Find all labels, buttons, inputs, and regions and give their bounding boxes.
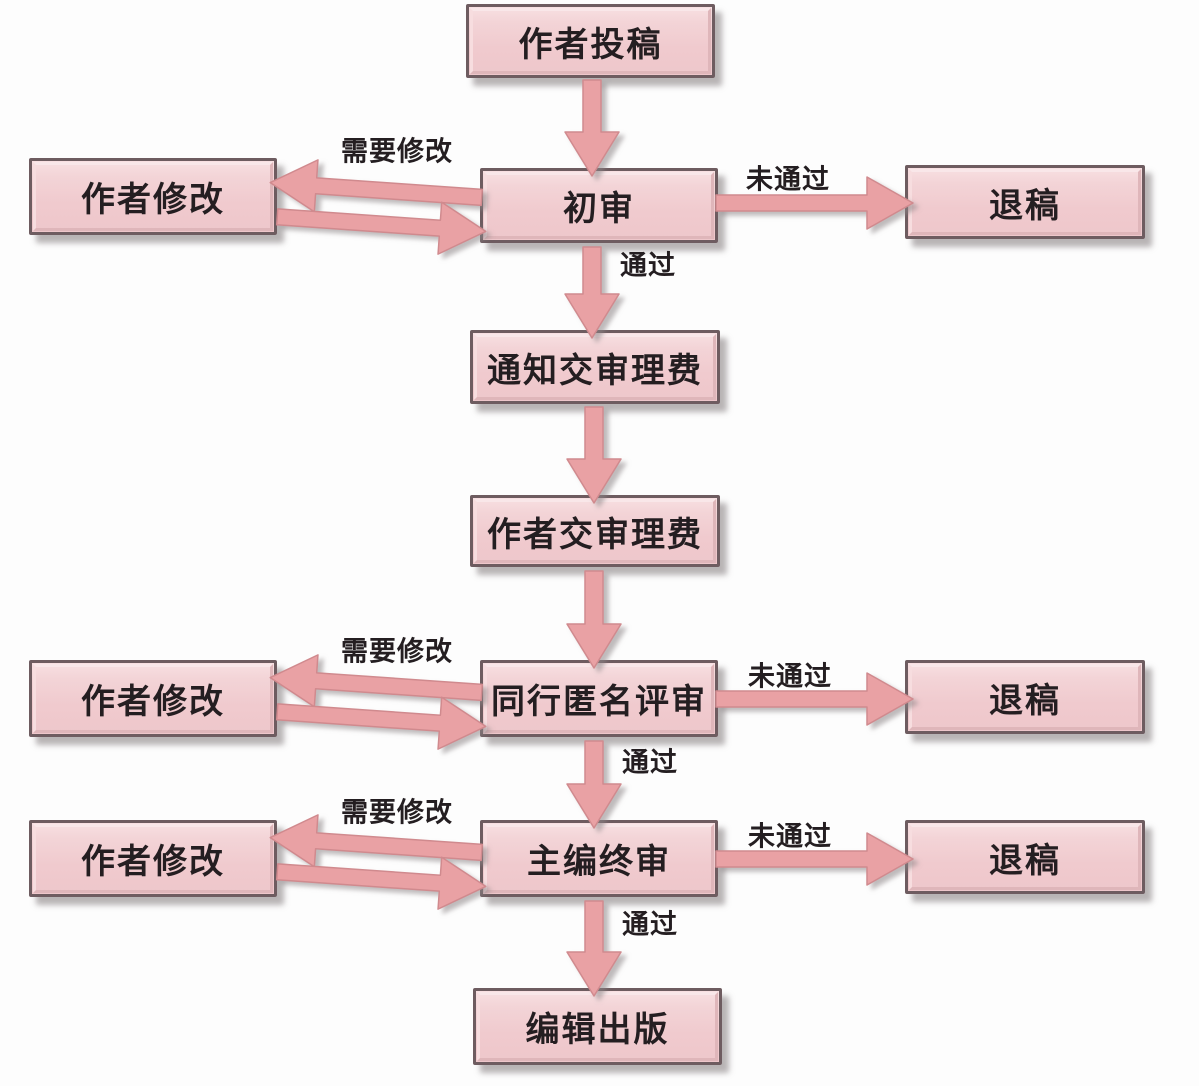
node-notify-fee: 通知交审理费 bbox=[470, 330, 720, 404]
arrow-submit-to-initial-icon bbox=[564, 79, 620, 177]
edge-label-need-revision-1: 需要修改 bbox=[341, 136, 453, 167]
arrow-initial-to-notify-icon bbox=[564, 246, 620, 339]
node-author-revise-3: 作者修改 bbox=[29, 820, 277, 897]
node-peer-review: 同行匿名评审 bbox=[480, 660, 718, 737]
edge-label-passed-1: 通过 bbox=[620, 250, 676, 281]
edge-label-not-passed-1: 未通过 bbox=[746, 164, 830, 195]
node-author-revise-2-label: 作者修改 bbox=[81, 683, 225, 721]
edge-label-not-passed-2: 未通过 bbox=[748, 661, 832, 692]
node-author-revise-1: 作者修改 bbox=[29, 158, 277, 235]
node-author-submit: 作者投稿 bbox=[466, 4, 715, 78]
node-reject-3: 退稿 bbox=[905, 820, 1145, 894]
node-reject-2-label: 退稿 bbox=[989, 681, 1061, 720]
node-author-revise-2: 作者修改 bbox=[29, 660, 277, 737]
arrow-pay-to-peer-icon bbox=[566, 570, 622, 669]
arrow-revise-to-peer-icon bbox=[275, 696, 487, 750]
node-reject-1-label: 退稿 bbox=[989, 186, 1061, 225]
node-pay-fee: 作者交审理费 bbox=[470, 495, 720, 567]
node-author-submit-label: 作者投稿 bbox=[518, 25, 663, 64]
node-publish: 编辑出版 bbox=[473, 988, 722, 1065]
node-reject-1: 退稿 bbox=[905, 165, 1145, 239]
node-author-revise-3-label: 作者修改 bbox=[81, 843, 225, 881]
arrow-revise-to-final-icon bbox=[275, 856, 487, 910]
node-initial-review: 初审 bbox=[480, 168, 718, 243]
edge-label-not-passed-3: 未通过 bbox=[748, 821, 832, 852]
node-final-review: 主编终审 bbox=[480, 820, 718, 897]
node-final-review-label: 主编终审 bbox=[527, 843, 671, 881]
arrow-notify-to-pay-icon bbox=[566, 406, 622, 504]
node-publish-label: 编辑出版 bbox=[525, 1011, 670, 1049]
node-reject-3-label: 退稿 bbox=[989, 841, 1061, 880]
node-author-revise-1-label: 作者修改 bbox=[81, 181, 225, 219]
node-notify-fee-label: 通知交审理费 bbox=[487, 351, 703, 390]
arrow-final-to-publish-icon bbox=[566, 900, 622, 997]
node-initial-review-label: 初审 bbox=[563, 190, 635, 228]
edge-label-need-revision-2: 需要修改 bbox=[341, 636, 453, 667]
node-pay-fee-label: 作者交审理费 bbox=[487, 515, 703, 554]
arrow-peer-to-final-icon bbox=[566, 740, 622, 829]
node-peer-review-label: 同行匿名评审 bbox=[491, 683, 707, 721]
edge-label-need-revision-3: 需要修改 bbox=[341, 797, 453, 828]
edge-label-passed-2: 通过 bbox=[622, 747, 678, 778]
node-reject-2: 退稿 bbox=[905, 660, 1145, 734]
arrow-revise-to-initial-icon bbox=[275, 201, 487, 255]
edge-label-passed-3: 通过 bbox=[622, 909, 678, 940]
